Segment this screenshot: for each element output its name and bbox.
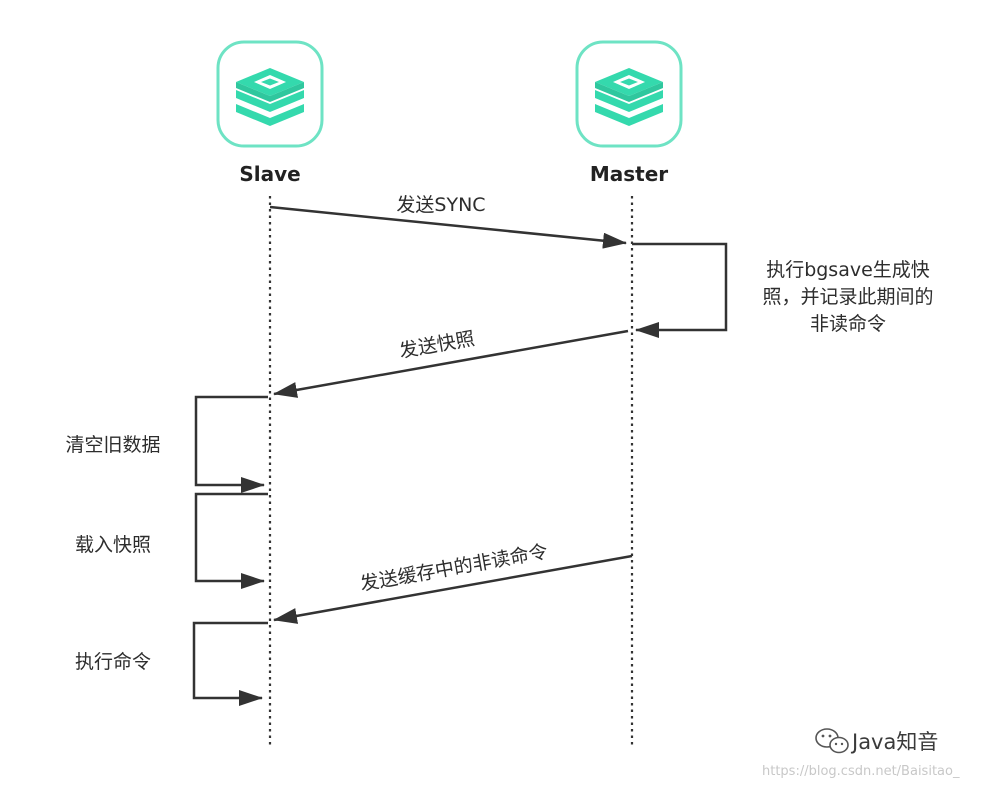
load-snapshot-loop-arrow bbox=[194, 492, 268, 589]
send-sync-label: 发送SYNC bbox=[396, 194, 485, 216]
execute-commands-label: 执行命令 bbox=[75, 651, 151, 673]
watermark: Java知音 https://blog.csdn.net/Baisitao_ bbox=[762, 728, 960, 779]
redis-stack-icon bbox=[575, 40, 683, 148]
master-label: Master bbox=[590, 162, 668, 186]
send-buffered-arrow bbox=[273, 554, 633, 624]
slave-label: Slave bbox=[239, 162, 300, 186]
bgsave-note-line1: 执行bgsave生成快 bbox=[766, 259, 930, 281]
watermark-url: https://blog.csdn.net/Baisitao_ bbox=[762, 764, 960, 779]
redis-stack-icon bbox=[216, 40, 324, 148]
bgsave-note-line2: 照，并记录此期间的 bbox=[762, 286, 933, 308]
send-snapshot-label: 发送快照 bbox=[398, 328, 477, 363]
send-sync-arrow bbox=[269, 205, 627, 249]
clear-data-label: 清空旧数据 bbox=[65, 434, 160, 456]
send-snapshot-arrow bbox=[273, 329, 629, 398]
slave-actor: Slave bbox=[216, 40, 324, 186]
bgsave-note-line3: 非读命令 bbox=[810, 313, 886, 335]
master-actor: Master bbox=[575, 40, 683, 186]
wechat-icon bbox=[815, 728, 849, 754]
load-snapshot-label: 载入快照 bbox=[75, 534, 151, 556]
bgsave-loop-arrow bbox=[632, 242, 728, 338]
clear-data-loop-arrow bbox=[194, 395, 268, 493]
execute-loop-arrow bbox=[192, 621, 268, 706]
watermark-account: Java知音 bbox=[850, 730, 938, 754]
